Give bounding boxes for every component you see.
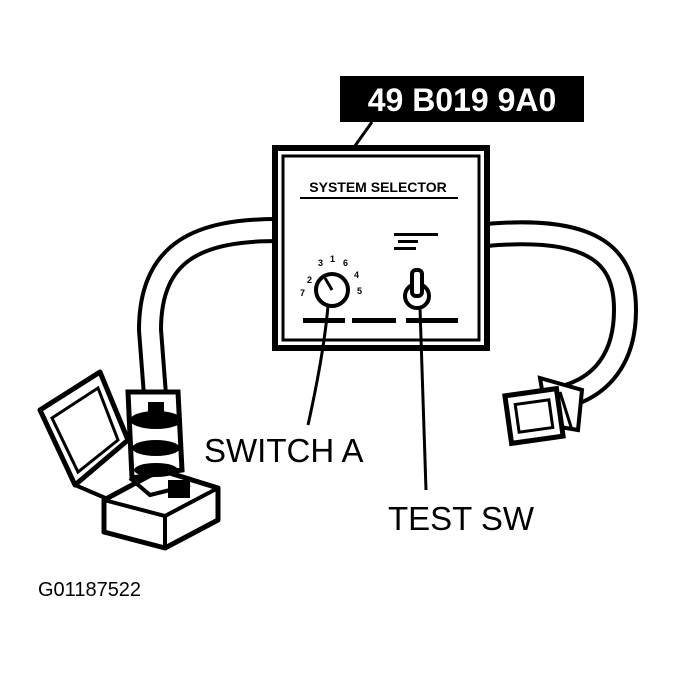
right-cable bbox=[473, 220, 639, 408]
dial-position-label: 5 bbox=[357, 286, 362, 296]
test-switch-toggle[interactable] bbox=[394, 233, 438, 310]
left-cable bbox=[136, 217, 291, 408]
test-sw-leader bbox=[418, 307, 428, 491]
dial-position-label: 3 bbox=[318, 258, 323, 268]
dial-position-label: 1 bbox=[330, 254, 335, 264]
part-number-text: 49 B019 9A0 bbox=[368, 82, 557, 118]
right-connector-plug bbox=[502, 375, 585, 447]
dial-position-label: 2 bbox=[307, 275, 312, 285]
dial-position-label: 6 bbox=[343, 258, 348, 268]
switch-a-dial[interactable]: 2 3 1 6 4 5 7 bbox=[300, 254, 362, 308]
figure-id: G01187522 bbox=[38, 579, 141, 601]
test-sw-label: TEST SW bbox=[388, 500, 535, 537]
part-number-tag: 49 B019 9A0 bbox=[340, 76, 584, 122]
panel-title: SYSTEM SELECTOR bbox=[309, 179, 446, 195]
dial-position-label: 4 bbox=[354, 270, 359, 280]
system-selector-box: SYSTEM SELECTOR 2 3 1 6 4 5 7 bbox=[272, 145, 490, 351]
switch-a-label: SWITCH A bbox=[204, 432, 364, 469]
dial-position-label: 7 bbox=[300, 288, 305, 298]
switch-a-leader bbox=[306, 305, 330, 426]
left-connector-assembly bbox=[37, 369, 221, 551]
